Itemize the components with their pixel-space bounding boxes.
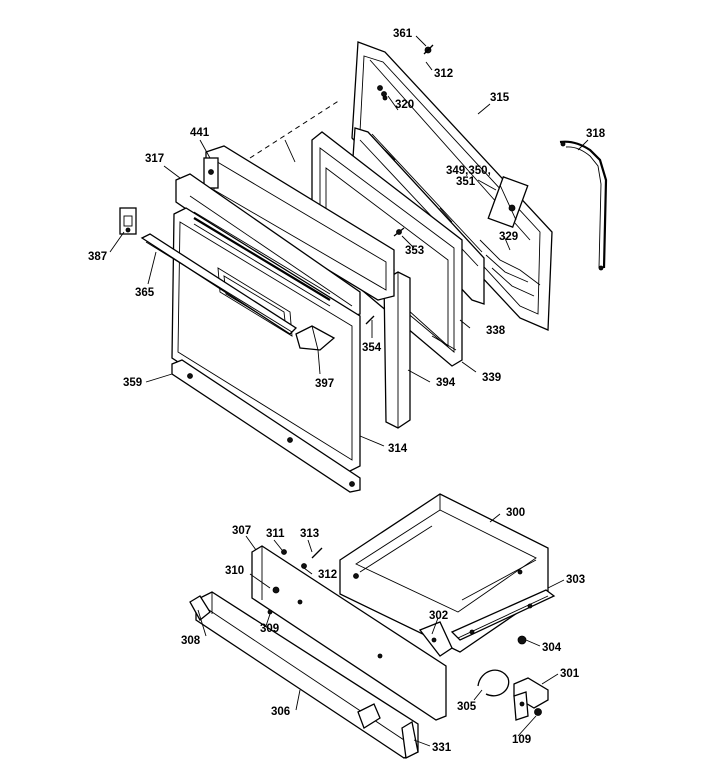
part-label-397: 397 — [315, 378, 334, 390]
part-label-313: 313 — [300, 528, 319, 540]
part-label-301: 301 — [560, 668, 580, 680]
drawer-rail-303 — [450, 589, 556, 641]
part-label-109: 109 — [512, 734, 531, 746]
drawer-rail-302 — [418, 621, 453, 657]
part-label-318: 318 — [586, 128, 606, 140]
part-label-351: 351 — [456, 176, 476, 188]
screw-311 — [281, 549, 287, 555]
screw-304 — [517, 635, 527, 645]
part-label-314: 314 — [388, 443, 408, 455]
part-label-317: 317 — [145, 153, 164, 165]
part-label-304: 304 — [542, 642, 562, 654]
part-label-312-drawer: 312 — [318, 569, 337, 581]
part-label-361: 361 — [393, 28, 413, 40]
part-label-308: 308 — [181, 635, 201, 647]
drawer-end-cap-308 — [189, 595, 211, 621]
part-label-307: 307 — [232, 525, 251, 537]
part-label-311: 311 — [266, 528, 285, 540]
glide-bracket-301 — [513, 677, 549, 721]
vent-slots — [193, 211, 331, 307]
part-label-306: 306 — [271, 706, 290, 718]
part-label-353: 353 — [405, 245, 424, 257]
hinge-bracket-387 — [119, 207, 137, 235]
part-label-331: 331 — [432, 742, 452, 754]
part-label-305: 305 — [457, 701, 477, 713]
part-label-359: 359 — [123, 377, 142, 389]
part-labels: 361 312 320 315 318 441 317 349,350, 351… — [88, 28, 606, 754]
screw-361 — [423, 44, 434, 55]
part-label-309: 309 — [260, 623, 279, 635]
handle-end-cap-397 — [295, 325, 336, 351]
part-label-320: 320 — [395, 99, 414, 111]
screw-312b — [301, 563, 307, 569]
door-gasket-318 — [559, 140, 608, 271]
part-label-365: 365 — [135, 287, 155, 299]
part-label-310: 310 — [225, 565, 244, 577]
part-label-300: 300 — [506, 507, 525, 519]
spring-clip-305 — [477, 669, 510, 697]
screw-320 — [381, 91, 387, 97]
part-label-349-350: 349,350, — [446, 165, 491, 177]
screw-109 — [534, 708, 542, 716]
leader-lines — [109, 35, 589, 747]
drawer-front-306 — [195, 591, 419, 759]
vent-panel-317 — [175, 173, 361, 319]
screw-353 — [393, 227, 405, 237]
back-door-panel-315 — [351, 41, 553, 331]
part-label-354: 354 — [362, 342, 382, 354]
drawer-inner-panel-307 — [251, 545, 447, 721]
door-handle-365 — [140, 233, 298, 335]
part-label-339: 339 — [482, 372, 501, 384]
screw-354 — [365, 315, 375, 325]
part-label-312: 312 — [434, 68, 453, 80]
part-label-441: 441 — [190, 127, 210, 139]
part-label-387: 387 — [88, 251, 107, 263]
part-label-338: 338 — [486, 325, 506, 337]
part-label-302: 302 — [429, 610, 448, 622]
screw-313 — [311, 547, 323, 559]
part-label-329: 329 — [499, 231, 518, 243]
part-label-315: 315 — [490, 92, 510, 104]
part-label-394: 394 — [436, 377, 456, 389]
screw-309 — [267, 609, 273, 615]
part-label-303: 303 — [566, 574, 585, 586]
drawer-bracket-331 — [401, 720, 419, 759]
